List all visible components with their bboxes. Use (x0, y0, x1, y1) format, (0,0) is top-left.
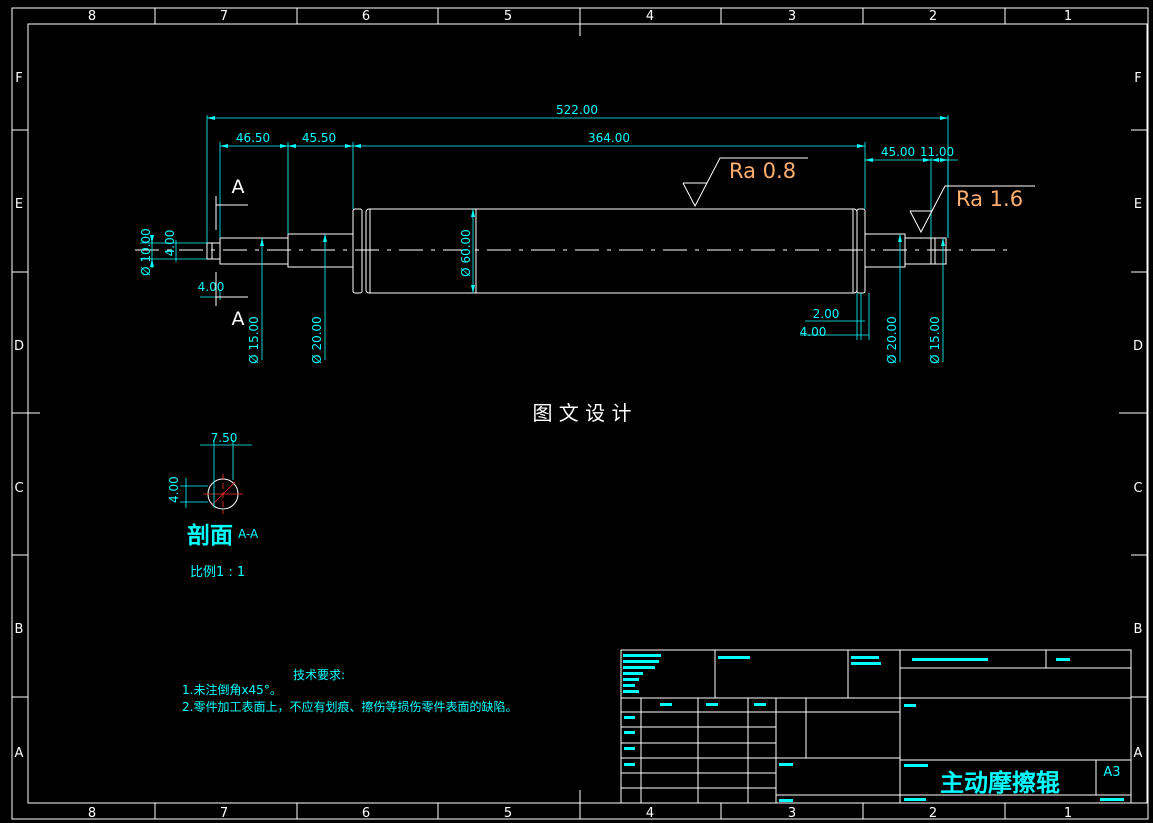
cell-mark (624, 763, 635, 766)
cell-mark (1100, 798, 1124, 801)
zone-top-6: 6 (362, 9, 370, 24)
zone-right-C: C (1133, 481, 1142, 496)
roughness-symbols: Ra 0.8 Ra 1.6 (682, 157, 1035, 234)
zone-labels: 8 7 6 5 4 3 2 1 8 7 6 5 4 3 2 1 F E D C … (14, 9, 1143, 821)
cell-mark (1056, 658, 1070, 661)
zone-bottom-1: 1 (1064, 806, 1072, 821)
cell-mark (851, 662, 881, 665)
zone-left-F: F (15, 71, 22, 86)
dim-dia-20-left: Ø 20.00 (310, 316, 324, 364)
zone-bottom-2: 2 (929, 806, 937, 821)
watermark-text: 图 文 设 计 (532, 401, 631, 425)
zone-top-3: 3 (788, 9, 796, 24)
section-mark-bottom: A (232, 308, 245, 330)
dim-overall: 522.00 (556, 103, 598, 117)
cell-mark (779, 763, 793, 766)
zone-right-D: D (1133, 339, 1143, 354)
zone-top-4: 4 (646, 9, 654, 24)
sheet-size: A3 (1103, 765, 1120, 780)
cell-mark (624, 731, 635, 734)
roughness-symbol-body (682, 157, 808, 208)
section-dim-height: 4.00 (167, 476, 181, 503)
cell-mark (779, 799, 793, 802)
zone-left-A: A (15, 746, 24, 761)
zone-bottom-7: 7 (220, 806, 228, 821)
cell-mark (623, 660, 659, 663)
roughness-end-label: Ra 1.6 (956, 187, 1023, 211)
cell-mark (624, 716, 635, 719)
zone-bottom-3: 3 (788, 806, 796, 821)
dim-right-groove: 2.00 (813, 307, 840, 321)
cell-mark (623, 684, 635, 687)
dimension-arrows (150, 116, 948, 293)
zone-right-B: B (1134, 622, 1143, 637)
dim-left-groove: 4.00 (198, 280, 225, 294)
zone-right-E: E (1134, 197, 1142, 212)
cell-mark (904, 764, 928, 767)
zone-left-D: D (14, 339, 24, 354)
cell-mark (754, 703, 766, 706)
roughness-symbol-end (909, 185, 1035, 234)
roller-part-outline (206, 208, 947, 294)
zone-right-A: A (1134, 746, 1143, 761)
tech-req-item-2: 2.零件加工表面上，不应有划痕、擦伤等损伤零件表面的缺陷。 (182, 699, 517, 714)
cell-mark (623, 666, 655, 669)
zone-left-E: E (15, 197, 23, 212)
section-scale: 比例1 : 1 (190, 565, 245, 580)
zone-bottom-5: 5 (504, 806, 512, 821)
zone-bottom-6: 6 (362, 806, 370, 821)
cell-mark (904, 798, 926, 801)
dim-right-seg2: 11.00 (920, 145, 954, 159)
dim-dia-10: Ø 10.00 (139, 228, 153, 276)
zone-bottom-4: 4 (646, 806, 654, 821)
cell-mark (623, 690, 639, 693)
zone-top-8: 8 (88, 9, 96, 24)
cell-mark (624, 747, 635, 750)
zone-top-1: 1 (1064, 9, 1072, 24)
dim-dia-15-left: Ø 15.00 (247, 316, 261, 364)
tech-req-item-1: 1.未注倒角x45°。 (182, 682, 282, 697)
dimension-texts: 522.00 46.50 45.50 364.00 45.00 11.00 2.… (139, 103, 954, 364)
section-mark-top: A (232, 176, 245, 198)
dim-right-shoulder: 4.00 (800, 325, 827, 339)
tech-req-title: 技术要求: (293, 668, 345, 682)
dim-dia-60: Ø 60.00 (459, 229, 473, 277)
cell-mark (912, 658, 988, 661)
zone-top-5: 5 (504, 9, 512, 24)
zone-top-2: 2 (929, 9, 937, 24)
cell-mark (904, 704, 916, 707)
dim-dia-20-right: Ø 20.00 (885, 316, 899, 364)
dim-left-seg1: 46.50 (236, 131, 270, 145)
section-title-suffix: A-A (238, 527, 259, 541)
section-title: 剖面 (187, 522, 233, 549)
drawing-border (11, 7, 1149, 820)
dim-left-seg2: 45.50 (302, 131, 336, 145)
cell-mark (718, 656, 750, 659)
section-view: 7.50 4.00 剖面 A-A 比例1 : 1 (167, 431, 259, 580)
section-dim-width: 7.50 (211, 431, 238, 445)
part-name: 主动摩擦辊 (940, 769, 1060, 797)
zone-top-7: 7 (220, 9, 228, 24)
cell-mark (623, 678, 639, 681)
technical-requirements: 技术要求: 1.未注倒角x45°。 2.零件加工表面上，不应有划痕、擦伤等损伤零… (182, 668, 517, 714)
dim-dia-15-right: Ø 15.00 (928, 316, 942, 364)
roughness-body-label: Ra 0.8 (729, 159, 796, 183)
cell-mark (623, 654, 661, 657)
zone-bottom-8: 8 (88, 806, 96, 821)
cell-mark (623, 672, 643, 675)
title-block-cell-text (623, 654, 1124, 802)
zone-left-B: B (15, 622, 24, 637)
zone-left-C: C (14, 481, 23, 496)
title-block (620, 649, 1132, 804)
cell-mark (660, 703, 672, 706)
dim-dia-4: 4.00 (163, 230, 177, 257)
cell-mark (851, 656, 879, 659)
dim-right-seg1: 45.00 (881, 145, 915, 159)
dim-body-length: 364.00 (588, 131, 630, 145)
section-cut-marks: A A (215, 176, 248, 330)
zone-right-F: F (1134, 71, 1141, 86)
cell-mark (706, 703, 718, 706)
